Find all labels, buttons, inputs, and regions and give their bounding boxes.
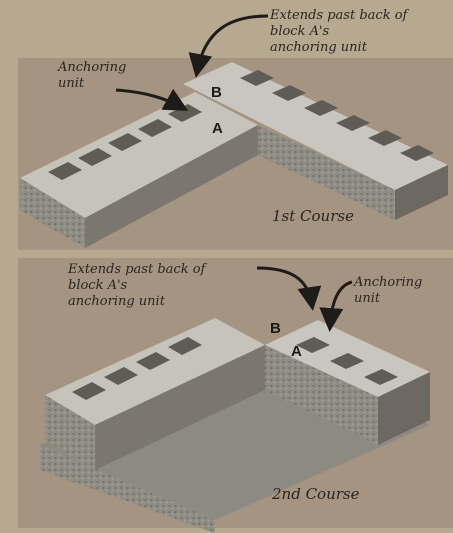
- bottom-extends-arrow: [257, 268, 312, 305]
- top-block-b-label: B: [211, 84, 222, 101]
- top-block-a-label: A: [212, 120, 223, 137]
- bottom-extends-callout: Extends past back of block A's anchoring…: [68, 262, 205, 310]
- first-course-left-wall: [20, 92, 258, 248]
- bottom-anchoring-callout: Anchoring unit: [354, 275, 422, 307]
- bottom-anchoring-arrow: [330, 282, 352, 326]
- first-course-label: 1st Course: [272, 207, 354, 225]
- bottom-block-b-label: B: [270, 320, 281, 337]
- bottom-block-a-label: A: [291, 343, 302, 360]
- top-extends-callout: Extends past back of block A's anchoring…: [270, 8, 407, 56]
- second-course-label: 2nd Course: [272, 485, 360, 503]
- top-anchoring-callout: Anchoring unit: [58, 60, 126, 92]
